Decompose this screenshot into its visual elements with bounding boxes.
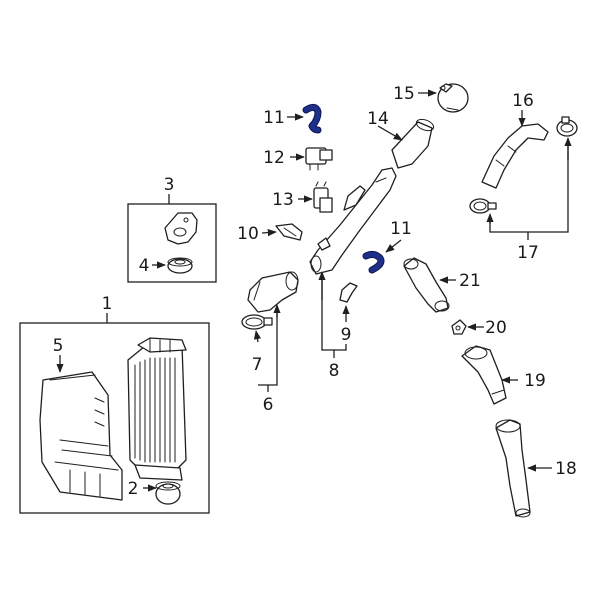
- callout-15: 15: [393, 84, 415, 104]
- callout-3: 3: [164, 175, 175, 195]
- pressure-sensor: [313, 181, 333, 213]
- callout-17: 17: [517, 243, 539, 263]
- charge-pipe: [309, 167, 397, 275]
- rubber-mount: [155, 481, 181, 505]
- callout-11-lower: 11: [390, 219, 412, 239]
- bracket-group-box: [127, 203, 217, 283]
- callout-8: 8: [329, 361, 340, 381]
- callout-21: 21: [459, 271, 481, 291]
- vacuum-hose-highlighted-lower: [362, 250, 385, 274]
- vacuum-hose-small: [339, 282, 358, 303]
- callout-12: 12: [263, 148, 285, 168]
- vacuum-hose-highlighted-upper: [302, 103, 322, 134]
- callout-2: 2: [128, 479, 139, 499]
- intercooler-assembly-group: 1 5 2: [19, 294, 210, 514]
- inlet-hose: [247, 271, 299, 313]
- leader-11-lower: [385, 239, 402, 253]
- intercooler-shroud: [39, 371, 123, 501]
- leader-7: [253, 330, 262, 343]
- intercooler-group-box: [19, 322, 210, 514]
- callout-9: 9: [341, 325, 352, 345]
- callout-14: 14: [367, 109, 389, 129]
- outlet-elbow-hose: [403, 257, 450, 313]
- callout-6: 6: [263, 395, 274, 415]
- clamp-upper: [556, 116, 578, 137]
- callout-19: 19: [524, 371, 546, 391]
- intercooler-outlet-hose: [461, 345, 507, 405]
- air-intake-hose: [481, 123, 549, 189]
- boost-temp-sensor: [451, 319, 467, 335]
- turbo-outlet-pipe: [391, 118, 435, 169]
- boost-solenoid: [305, 147, 333, 171]
- pipe-bracket: [275, 223, 303, 241]
- mount-bracket: [164, 212, 198, 245]
- callout-7: 7: [252, 355, 263, 375]
- bypass-valve: [437, 83, 469, 113]
- callout-10: 10: [237, 224, 259, 244]
- intercooler-core: [127, 337, 187, 481]
- callout-1: 1: [102, 294, 113, 314]
- callout-5: 5: [53, 336, 64, 356]
- throttle-inlet-pipe: [495, 419, 531, 518]
- mount-bushing: [167, 257, 193, 274]
- callout-11-upper: 11: [263, 108, 285, 128]
- leader-14: [377, 125, 403, 141]
- callout-20: 20: [485, 318, 507, 338]
- callout-4: 4: [139, 256, 150, 276]
- callout-18: 18: [555, 459, 577, 479]
- callout-13: 13: [272, 190, 294, 210]
- hose-clamp: [241, 314, 273, 330]
- callout-16: 16: [512, 91, 534, 111]
- leader-6-bracket: [258, 310, 278, 386]
- leader-10: [261, 228, 277, 237]
- clamp-lower: [469, 198, 497, 214]
- bracket-group: 3 4: [127, 175, 217, 283]
